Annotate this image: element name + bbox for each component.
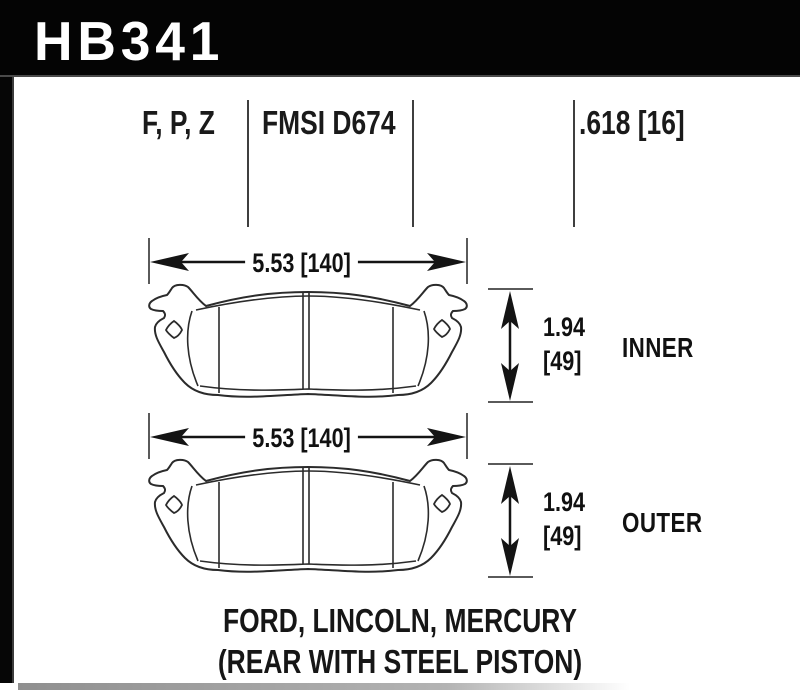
application-line1: FORD, LINCOLN, MERCURY xyxy=(223,602,577,639)
width-dimension: 5.53 [140] xyxy=(149,248,455,279)
height-dimension: 1.94 [49] xyxy=(543,310,585,378)
height-dimension-mm: [49] xyxy=(543,346,582,376)
width-dimension-value: 5.53 [140] xyxy=(245,423,359,454)
header-bar: HB341 xyxy=(0,0,800,77)
left-page-border xyxy=(0,77,14,683)
height-dimension-mm: [49] xyxy=(543,521,582,551)
pad-figure-outer: 5.53 [140] 1.94 [49] OUTER xyxy=(0,411,800,583)
pad-figure-inner: 5.53 [140] 1.94 [49] INNER xyxy=(0,236,800,408)
next-section-edge xyxy=(18,683,630,690)
height-dim-arrows xyxy=(499,290,521,402)
width-dim-tick-left xyxy=(148,238,150,284)
width-dim-tick-right xyxy=(466,238,468,284)
width-dimension-value: 5.53 [140] xyxy=(245,248,359,279)
part-number: HB341 xyxy=(34,10,225,72)
height-dim-tick-bottom xyxy=(488,576,533,578)
height-dimension-inches: 1.94 xyxy=(543,312,586,342)
arrow-up-down-icon xyxy=(499,290,521,402)
height-dimension: 1.94 [49] xyxy=(543,485,585,553)
fmsi-number: FMSI D674 xyxy=(262,104,396,141)
compound-codes: F, P, Z xyxy=(142,104,215,141)
spec-divider-2 xyxy=(412,100,414,227)
brake-pad-drawing-inner xyxy=(148,283,468,398)
height-dim-tick-top xyxy=(488,288,533,290)
spec-divider-3 xyxy=(573,100,575,227)
pad-side-label-inner: INNER xyxy=(622,332,694,363)
application-line2: (REAR WITH STEEL PISTON) xyxy=(217,643,583,680)
height-dim-tick-bottom xyxy=(488,401,533,403)
width-dim-tick-right xyxy=(466,413,468,459)
height-dim-tick-top xyxy=(488,463,533,465)
pad-outline xyxy=(148,458,468,573)
spec-divider-1 xyxy=(247,100,249,227)
pad-thickness: .618 [16] xyxy=(579,104,685,141)
width-dim-tick-left xyxy=(148,413,150,459)
brake-pad-drawing-outer xyxy=(148,458,468,573)
pad-side-label-outer: OUTER xyxy=(622,507,703,538)
height-dimension-inches: 1.94 xyxy=(543,487,586,517)
vehicle-application: FORD, LINCOLN, MERCURY (REAR WITH STEEL … xyxy=(0,600,800,682)
width-dimension: 5.53 [140] xyxy=(149,423,455,454)
arrow-up-down-icon xyxy=(499,465,521,577)
height-dim-arrows xyxy=(499,465,521,577)
pad-outline xyxy=(148,283,468,398)
